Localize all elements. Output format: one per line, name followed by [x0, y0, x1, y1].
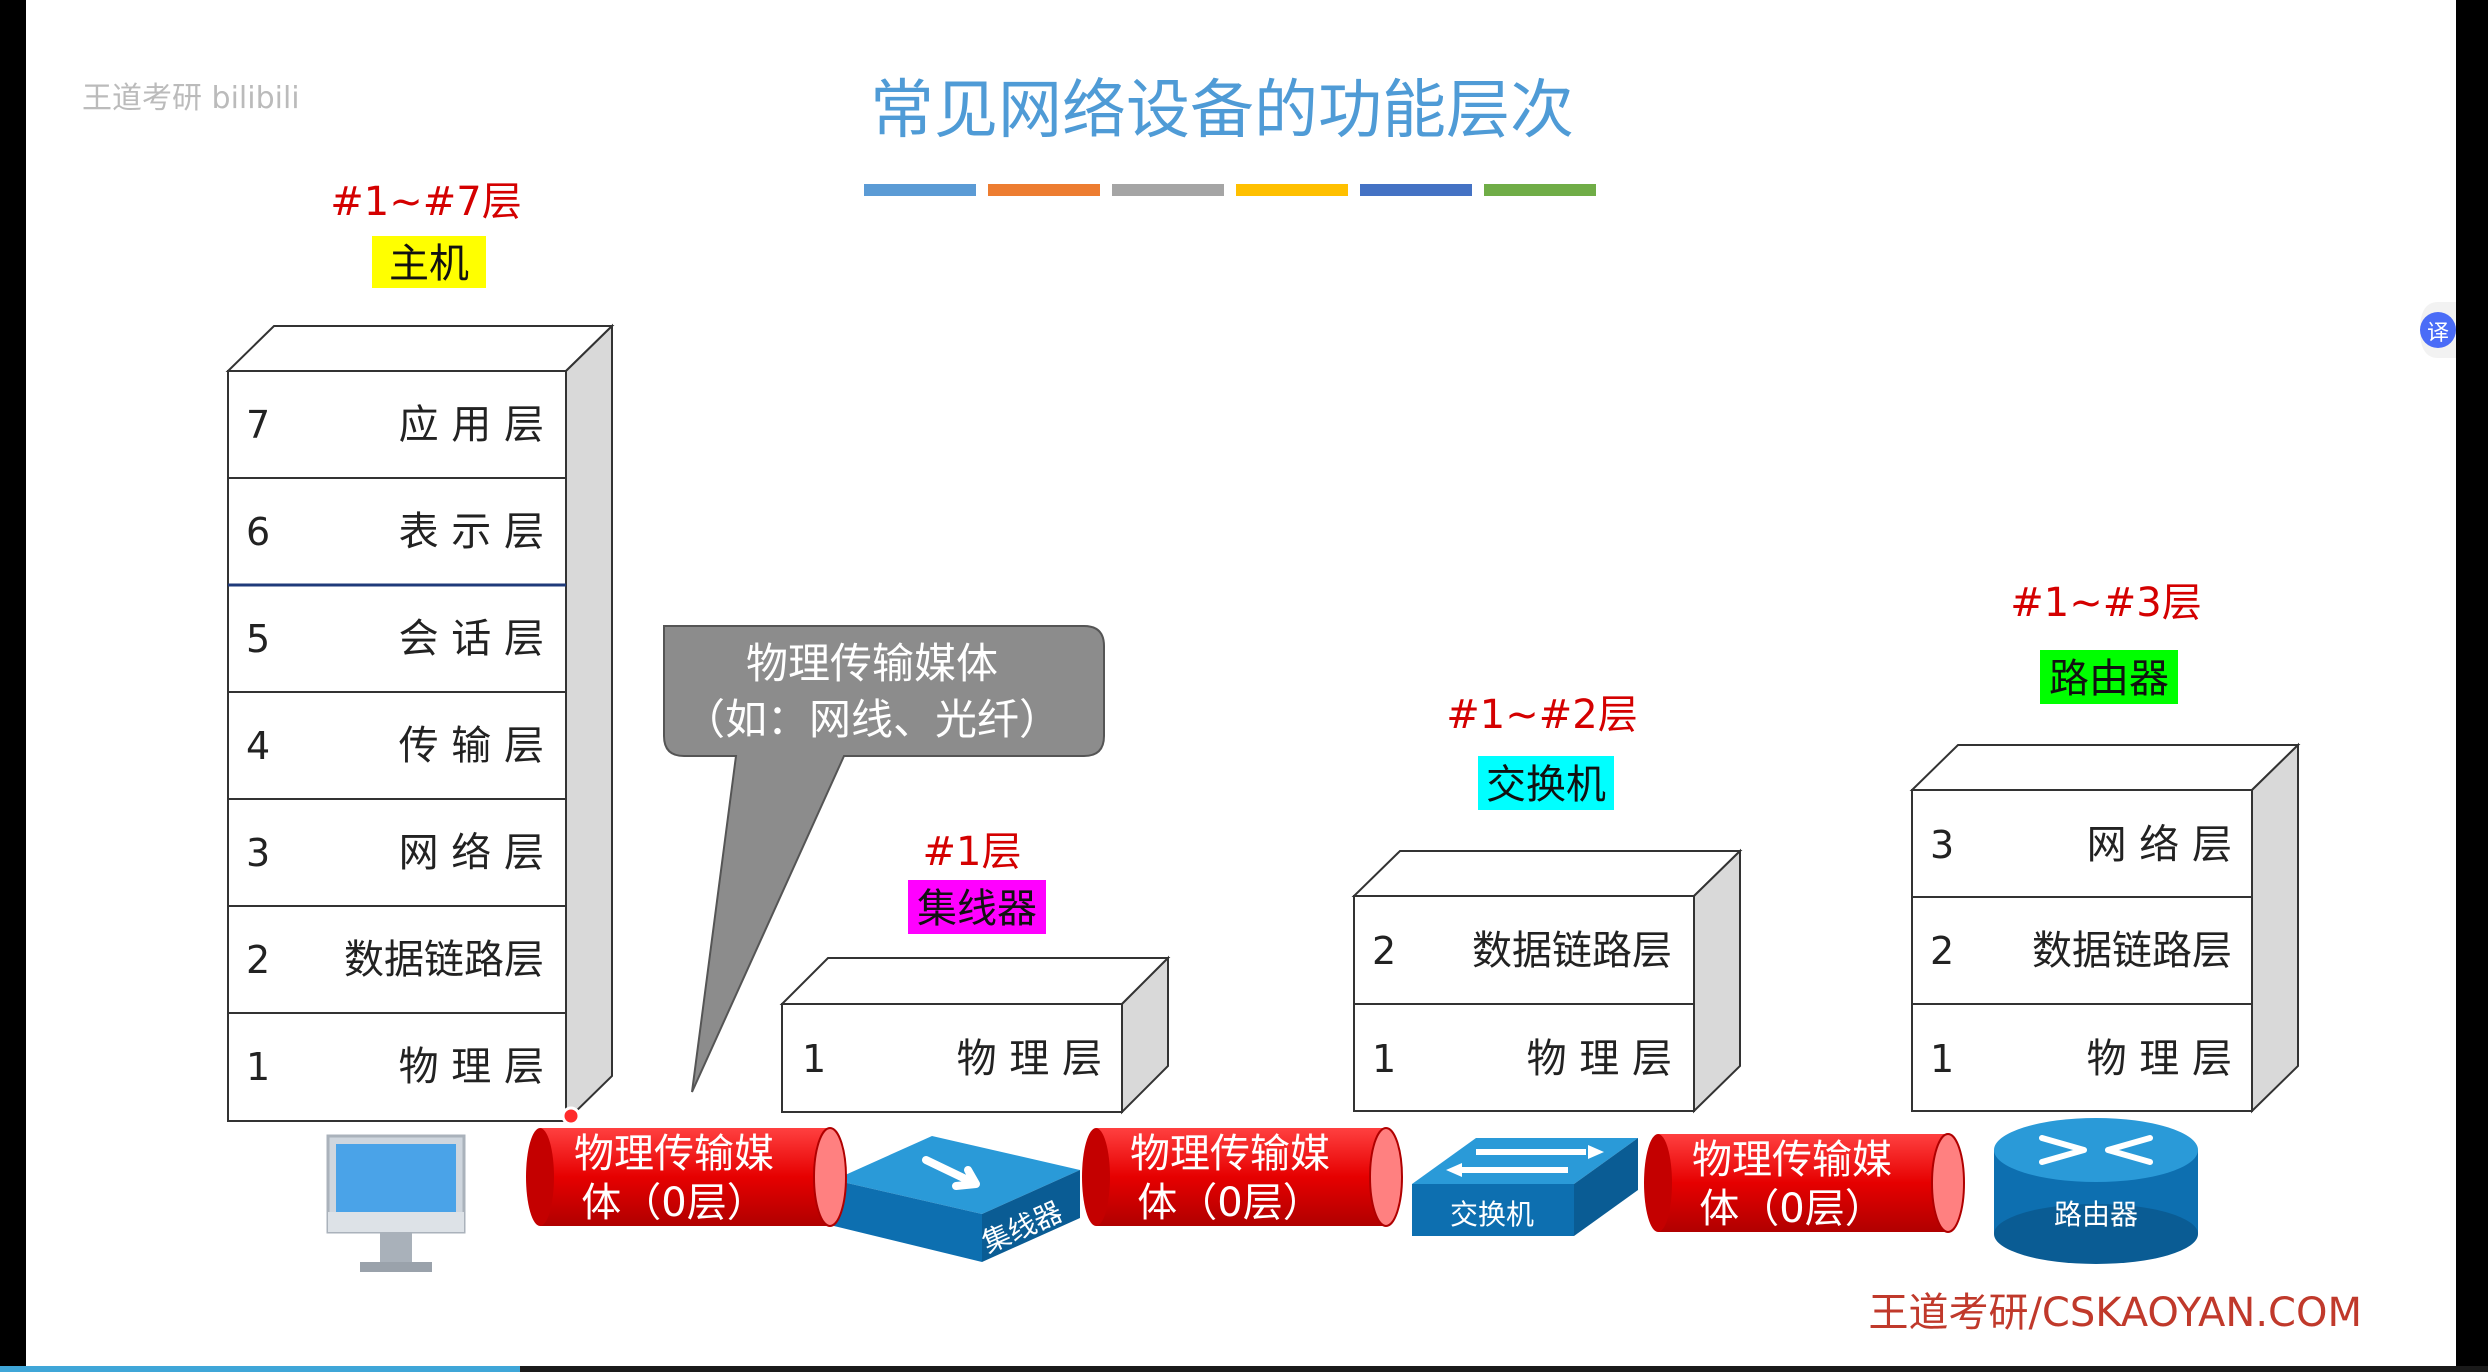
medium-1-line2: 体（0层）	[581, 1180, 766, 1226]
hub-layer-1-num: 1	[802, 1037, 826, 1081]
host-layer-3	[227, 798, 567, 907]
medium-3-line2: 体（0层）	[1699, 1186, 1884, 1232]
router-layer-2-name: 数据链路层	[2032, 928, 2232, 974]
host-layer-5-num: 5	[246, 617, 270, 661]
switch-layer-2	[1353, 895, 1695, 1005]
switch-tag: 交换机	[1486, 762, 1606, 808]
page-title: 常见网络设备的功能层次	[870, 74, 1574, 148]
credit: 王道考研/CSKAOYAN.COM	[1868, 1290, 2362, 1336]
diagram-canvas: 王道考研 bilibili 常见网络设备的功能层次 #1~#7层 主机 7 应 …	[82, 74, 2456, 1336]
medium-cylinder-3: 物理传输媒 体（0层）	[1644, 1133, 1965, 1233]
slide: 王道考研 bilibili 常见网络设备的功能层次 #1~#7层 主机 7 应 …	[26, 0, 2456, 1366]
title-accent-bar	[1360, 184, 1472, 196]
router-layer-1-name: 物 理 层	[2087, 1036, 2232, 1082]
title-accent-bar	[864, 184, 976, 196]
medium-cylinder-2: 物理传输媒 体（0层）	[1082, 1127, 1403, 1227]
host-layers: 7 应 用 层 6 表 示 层 5 会 话 层 4 传 输 层 3 网 络 层 …	[227, 370, 567, 1122]
router-layer-2	[1911, 896, 2253, 1005]
computer-icon	[326, 1134, 466, 1272]
switch-group: #1~#2层 交换机 2 数据链路层 1 物 理 层 交换机	[1351, 692, 1743, 1236]
switch-device-icon: 交换机	[1412, 1138, 1638, 1236]
host-layer-2-num: 2	[246, 938, 270, 982]
hub-device-icon: 集线器	[834, 1136, 1080, 1262]
host-layer-5-name: 会 话 层	[399, 616, 544, 662]
medium-2-line1: 物理传输媒	[1130, 1131, 1330, 1177]
medium-cylinder-1: 物理传输媒 体（0层）	[526, 1127, 847, 1227]
callout-line1: 物理传输媒体	[746, 639, 998, 688]
callout-bubble	[663, 625, 1105, 1093]
router-layer-1-num: 1	[1930, 1037, 1954, 1081]
router-layer-3-name: 网 络 层	[2087, 822, 2232, 868]
router-layer-3-num: 3	[1930, 823, 1954, 867]
hub-tag: 集线器	[917, 886, 1037, 932]
host-layer-7	[227, 370, 567, 479]
switch-layer-2-num: 2	[1372, 929, 1396, 973]
host-layer-3-name: 网 络 层	[399, 830, 544, 876]
host-layer-4-num: 4	[246, 724, 270, 768]
router-stack-top	[1909, 744, 2301, 791]
router-layer-1	[1911, 1003, 2253, 1112]
switch-layer-1-num: 1	[1372, 1037, 1396, 1081]
router-device-icon: 路由器	[1994, 1118, 2198, 1264]
hub-stack-top	[779, 957, 1171, 1005]
switch-layer-1	[1353, 1003, 1695, 1112]
hub-layer-1	[781, 1003, 1123, 1113]
switch-layer-1-name: 物 理 层	[1527, 1036, 1672, 1082]
medium-callout: 物理传输媒体 （如：网线、光纤）	[663, 625, 1105, 1093]
router-layer-2-num: 2	[1930, 929, 1954, 973]
title-accent-bar	[1236, 184, 1348, 196]
host-layer-1-name: 物 理 层	[399, 1044, 544, 1090]
switch-stack-top	[1351, 850, 1743, 897]
router-tag-bg	[2040, 650, 2178, 704]
video-bottom-strip	[0, 1366, 2488, 1372]
host-layer-5	[227, 584, 567, 693]
router-range-label: #1~#3层	[2010, 580, 2201, 626]
hub-range-label: #1层	[923, 829, 1022, 875]
medium-2-line2: 体（0层）	[1137, 1180, 1322, 1226]
medium-1-line1: 物理传输媒	[574, 1131, 774, 1177]
host-tag: 主机	[389, 241, 469, 287]
host-group: #1~#7层 主机 7 应 用 层 6 表 示 层 5 会 话 层 4 传 输 …	[225, 179, 615, 1272]
host-layer-6-num: 6	[246, 510, 270, 554]
host-layer-1-num: 1	[246, 1045, 270, 1089]
host-layer-7-name: 应 用 层	[399, 402, 544, 448]
switch-tag-bg	[1478, 756, 1614, 810]
translate-button[interactable]: 译	[2420, 302, 2456, 358]
hub-layer-1-name: 物 理 层	[957, 1036, 1102, 1082]
host-stack-top	[225, 325, 615, 372]
host-layer-3-num: 3	[246, 831, 270, 875]
pointer-dot	[561, 1106, 581, 1126]
host-stack-side	[565, 323, 613, 1124]
switch-icon-label: 交换机	[1450, 1198, 1534, 1231]
title-accent-bar	[1484, 184, 1596, 196]
host-layer-4	[227, 691, 567, 800]
host-layer-2-name: 数据链路层	[344, 937, 544, 983]
video-progress-bar[interactable]	[0, 1366, 520, 1372]
router-layer-3	[1911, 789, 2253, 898]
title-accent-bars	[864, 184, 1596, 196]
watermark: 王道考研 bilibili	[82, 81, 300, 116]
host-range-label: #1~#7层	[330, 179, 521, 225]
title-accent-bar	[988, 184, 1100, 196]
host-layer-1	[227, 1012, 567, 1122]
host-layer-6	[227, 477, 567, 586]
switch-layer-2-name: 数据链路层	[1472, 928, 1672, 974]
callout-line2: （如：网线、光纤）	[683, 695, 1061, 744]
router-stack-side	[2251, 742, 2299, 1114]
title-accent-bar	[1112, 184, 1224, 196]
host-layer-7-num: 7	[246, 403, 270, 447]
translate-icon: 译	[2427, 321, 2449, 346]
host-layer-6-name: 表 示 层	[399, 509, 544, 555]
router-tag: 路由器	[2049, 656, 2169, 702]
switch-stack-side	[1693, 848, 1741, 1114]
host-layer-2	[227, 905, 567, 1014]
host-tag-bg	[372, 236, 486, 288]
hub-tag-bg	[908, 880, 1046, 934]
medium-3-line1: 物理传输媒	[1692, 1137, 1892, 1183]
hub-group: #1层 集线器 1 物 理 层 集线器	[779, 829, 1171, 1262]
host-layer-4-name: 传 输 层	[399, 723, 544, 769]
router-group: #1~#3层 路由器 3 网 络 层 2 数据链路层 1 物 理 层 路由器	[1909, 580, 2301, 1264]
router-icon-label: 路由器	[2054, 1198, 2138, 1231]
switch-range-label: #1~#2层	[1446, 692, 1637, 738]
